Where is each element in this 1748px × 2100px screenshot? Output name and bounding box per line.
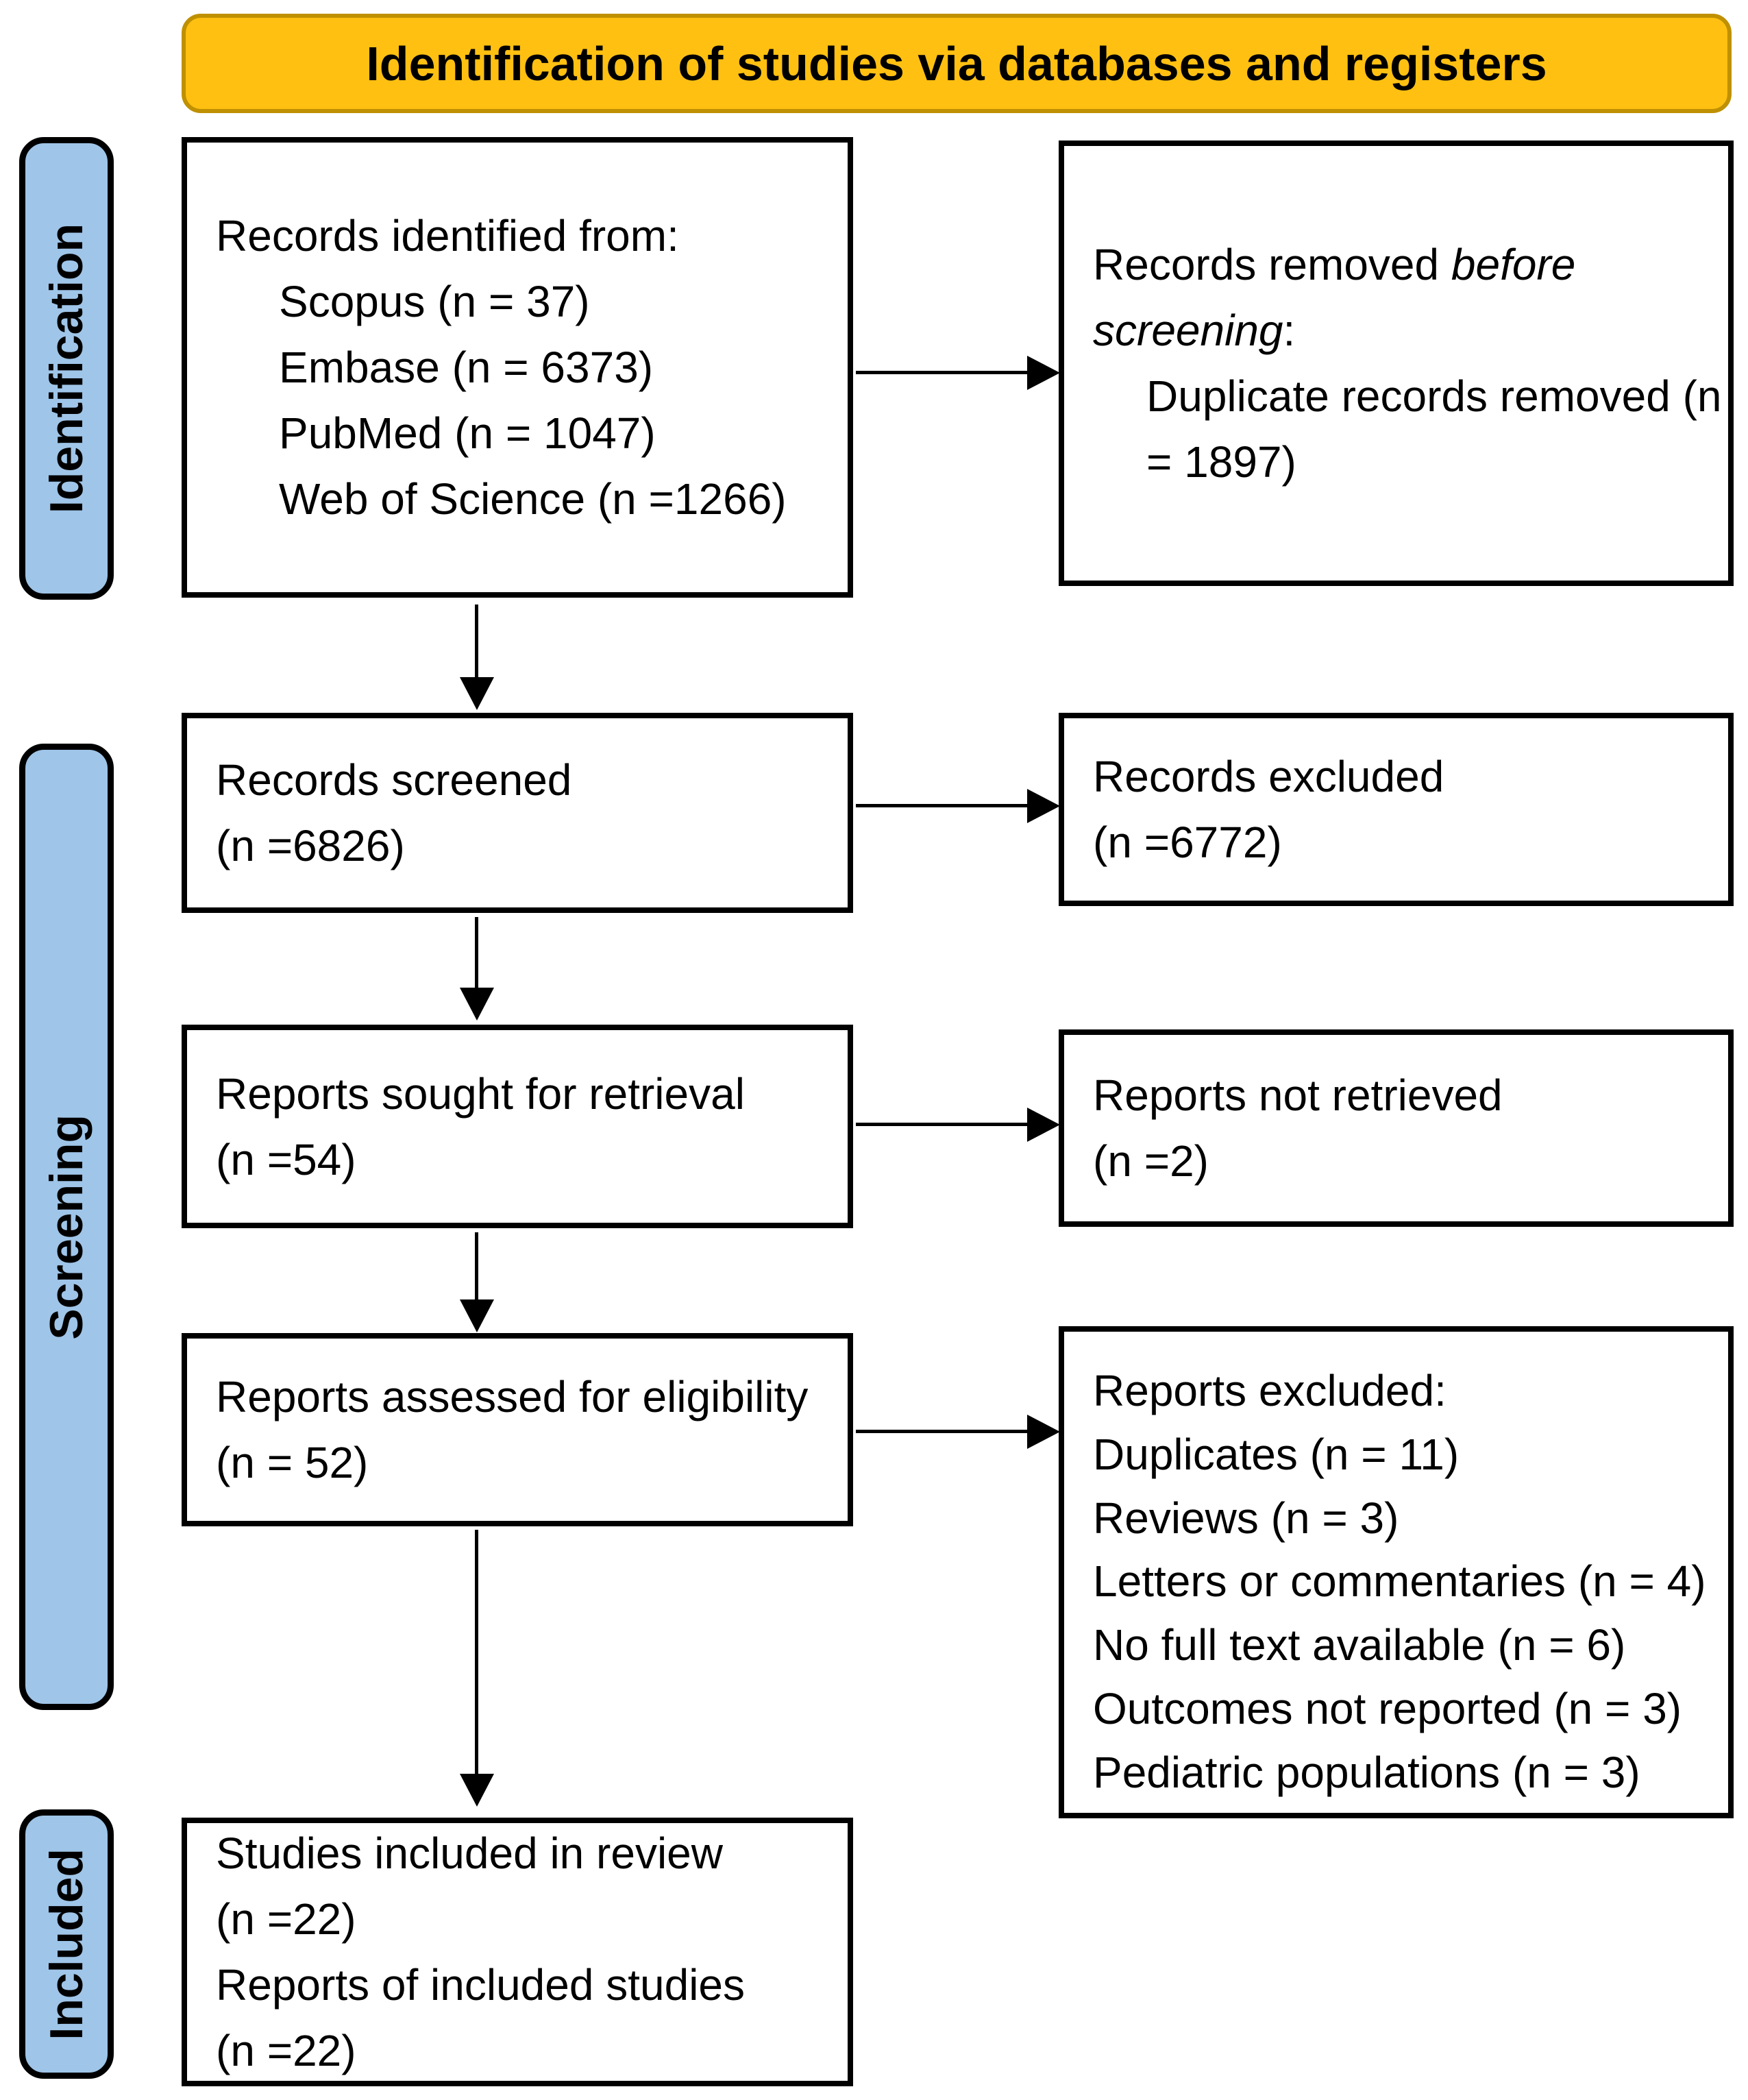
records-screened-text: Records screened	[216, 755, 572, 805]
reports-not-retrieved-box: Reports not retrieved (n =2)	[1059, 1029, 1734, 1227]
arrow-head-icon	[1027, 789, 1060, 823]
records-identified-title: Records identified from:	[216, 211, 679, 260]
records-identified-item: Scopus (n = 37)	[279, 277, 590, 326]
reports-excluded-title: Reports excluded:	[1093, 1366, 1447, 1415]
studies-included-line: (n =22)	[216, 2026, 356, 2075]
reports-excluded-item: Pediatric populations (n = 3)	[1093, 1747, 1640, 1797]
studies-included-box: Studies included in review (n =22) Repor…	[182, 1818, 853, 2086]
stage-label-included: Included	[19, 1809, 114, 2079]
reports-assessed-box: Reports assessed for eligibility (n = 52…	[182, 1333, 853, 1526]
records-excluded-text: Records excluded	[1093, 752, 1444, 801]
records-removed-title-colon: :	[1283, 306, 1296, 355]
arrow-shaft	[856, 1430, 1027, 1433]
records-removed-title-italic: before screening	[1093, 240, 1576, 355]
records-excluded-box: Records excluded (n =6772)	[1059, 713, 1734, 906]
arrow-head-icon	[1027, 1415, 1060, 1449]
records-identified-item: Web of Science (n =1266)	[279, 474, 787, 524]
records-screened-box: Records screened (n =6826)	[182, 713, 853, 913]
arrow-head-icon	[460, 988, 494, 1021]
reports-assessed-count: (n = 52)	[216, 1438, 369, 1487]
stage-label-screening: Screening	[19, 744, 114, 1710]
reports-not-retrieved-text: Reports not retrieved	[1093, 1071, 1503, 1120]
banner-title: Identification of studies via databases …	[366, 36, 1547, 90]
stage-label-screening-text: Screening	[40, 1114, 93, 1340]
arrow-head-icon	[460, 1299, 494, 1332]
records-removed-title: Records removed before screening:	[1093, 232, 1708, 363]
reports-assessed-text: Reports assessed for eligibility	[216, 1372, 809, 1421]
reports-excluded-item: Letters or commentaries (n = 4)	[1093, 1556, 1706, 1607]
records-identified-box: Records identified from: Scopus (n = 37)…	[182, 137, 853, 598]
studies-included-line: (n =22)	[216, 1894, 356, 1944]
reports-sought-count: (n =54)	[216, 1134, 356, 1184]
arrow-shaft	[856, 371, 1027, 374]
stage-label-identification-text: Identification	[40, 223, 93, 514]
reports-sought-text: Reports sought for retrieval	[216, 1069, 745, 1119]
arrow-shaft	[856, 1123, 1027, 1126]
records-identified-item: PubMed (n = 1047)	[279, 408, 656, 458]
arrow-shaft	[475, 605, 478, 679]
records-removed-title-normal: Records removed	[1093, 240, 1451, 289]
studies-included-line: Reports of included studies	[216, 1960, 745, 2010]
reports-excluded-item: Duplicates (n = 11)	[1093, 1429, 1460, 1479]
records-excluded-count: (n =6772)	[1093, 818, 1282, 867]
reports-excluded-item: Outcomes not reported (n = 3)	[1093, 1683, 1682, 1733]
reports-excluded-item: No full text available (n = 6)	[1093, 1620, 1626, 1670]
banner: Identification of studies via databases …	[182, 14, 1732, 113]
records-removed-item: Duplicate records removed (n = 1897)	[1146, 371, 1722, 487]
arrow-shaft	[856, 804, 1027, 807]
stage-label-identification: Identification	[19, 137, 114, 600]
arrow-head-icon	[460, 677, 494, 710]
arrow-shaft	[475, 1232, 478, 1301]
stage-label-included-text: Included	[40, 1848, 93, 2040]
arrow-head-icon	[1027, 1108, 1060, 1142]
arrow-shaft	[475, 1530, 478, 1775]
records-removed-box: Records removed before screening: Duplic…	[1059, 141, 1734, 586]
reports-sought-box: Reports sought for retrieval (n =54)	[182, 1025, 853, 1228]
reports-not-retrieved-count: (n =2)	[1093, 1136, 1209, 1186]
arrow-head-icon	[460, 1774, 494, 1807]
reports-excluded-item: Reviews (n = 3)	[1093, 1493, 1399, 1543]
arrow-shaft	[475, 917, 478, 989]
arrow-head-icon	[1027, 356, 1060, 390]
records-screened-count: (n =6826)	[216, 821, 405, 870]
records-identified-item: Embase (n = 6373)	[279, 343, 654, 392]
reports-excluded-box: Reports excluded: Duplicates (n = 11) Re…	[1059, 1326, 1734, 1818]
studies-included-line: Studies included in review	[216, 1829, 723, 1878]
